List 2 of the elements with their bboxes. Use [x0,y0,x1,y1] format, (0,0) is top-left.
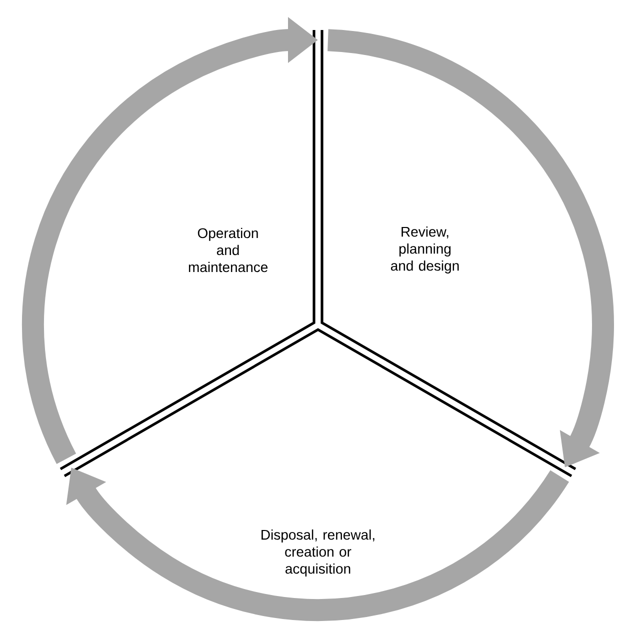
sector: Operation and maintenance [60,30,316,470]
sector: Review, planning and design [320,30,576,470]
